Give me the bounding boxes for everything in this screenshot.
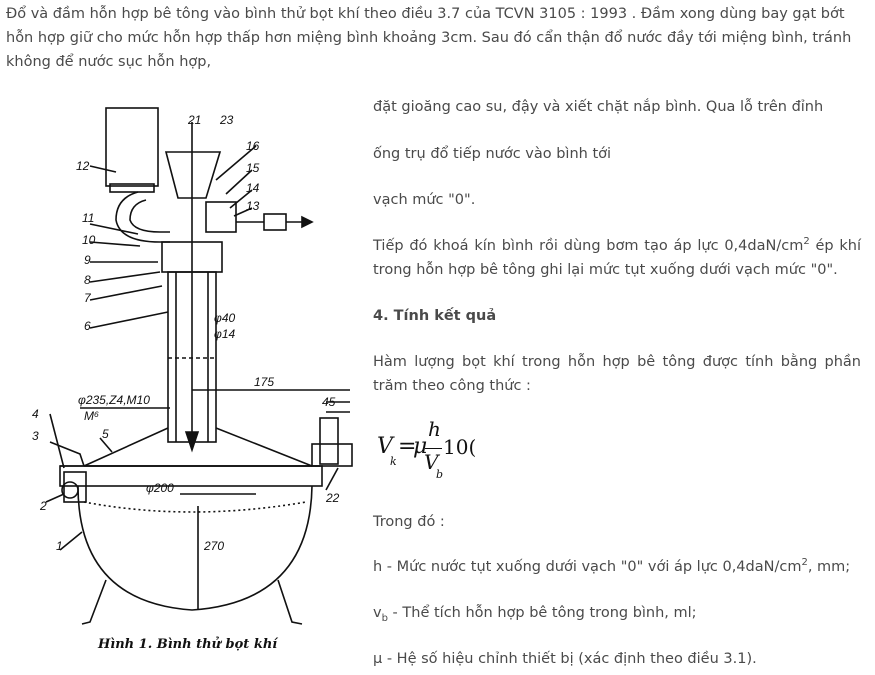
definition-vb-a: v	[373, 605, 382, 621]
definition-h-b: , mm;	[807, 559, 851, 575]
formula-constant: 10(	[443, 435, 477, 459]
formula-mu: μ	[413, 434, 428, 459]
dim-thread: φ235,Z4,M10	[78, 393, 150, 407]
definition-vb-sub: b	[381, 612, 388, 624]
label-8: 8	[84, 273, 91, 287]
paragraph-fill-water: ống trụ đổ tiếp nước vào bình tới	[373, 146, 612, 162]
definition-vb-b: - Thể tích hỗn hợp bê tông trong bình, m…	[387, 605, 697, 621]
label-12: 12	[76, 159, 90, 173]
formula-fraction-bar	[425, 448, 442, 449]
paragraph-formula-intro: Hàm lượng bọt khí trong hỗn hợp bê tông …	[373, 354, 861, 394]
definition-h: h - Mức nước tụt xuống dưới vạch "0" với…	[373, 555, 861, 579]
label-1: 1	[56, 539, 63, 553]
formula-v: V	[377, 434, 393, 459]
formula-b: b	[436, 468, 444, 481]
formula-h: h	[428, 417, 441, 441]
paragraph-pressure-a: Tiếp đó khoá kín bình rồi dùng bơm tạo á…	[373, 238, 804, 254]
label-15: 15	[246, 161, 260, 175]
definition-h-sup: 2	[801, 557, 808, 569]
air-test-vessel-figure: 21 23 16 15 14 13 12 11 10 9 8 7 6 φ40 φ…	[20, 102, 360, 662]
label-9: 9	[84, 253, 91, 267]
dim-d40: φ40	[214, 311, 236, 325]
label-5: 5	[102, 427, 109, 441]
label-3: 3	[32, 429, 39, 443]
formula-image: V k = μ h V b 10(	[373, 417, 476, 481]
definition-h-a: h - Mức nước tụt xuống dưới vạch "0" với…	[373, 559, 802, 575]
label-4: 4	[32, 407, 39, 421]
paragraph-zero-mark: vạch mức "0".	[373, 192, 476, 208]
paragraph-pressure-b: ép khí trong hỗn hợp bê tông ghi lại mức…	[373, 238, 861, 278]
formula-eq: =	[398, 434, 417, 459]
dim-45: 45	[322, 395, 336, 409]
figure-caption: Hình 1. Bình thử bọt khí	[97, 636, 279, 652]
label-14: 14	[246, 181, 260, 195]
label-23: 23	[219, 113, 234, 127]
pressure-gauge	[105, 107, 159, 187]
paragraph-pressure-sup: 2	[803, 236, 810, 248]
label-11: 11	[82, 211, 94, 225]
dim-d200: φ200	[146, 481, 174, 495]
dim-175: 175	[254, 375, 274, 389]
dim-d14: φ14	[214, 327, 236, 341]
vessel-drawing: 21 23 16 15 14 13 12 11 10 9 8 7 6 φ40 φ…	[32, 107, 353, 652]
label-2: 2	[39, 499, 47, 513]
dim-270: 270	[203, 539, 224, 553]
definition-vb: vb - Thể tích hỗn hợp bê tông trong bình…	[373, 601, 861, 625]
formula-vb: V	[424, 450, 439, 474]
label-13: 13	[246, 199, 260, 213]
label-6: 6	[84, 319, 91, 333]
label-21: 21	[187, 113, 201, 127]
label-16: 16	[246, 139, 260, 153]
dim-m6: M⁶	[84, 409, 99, 423]
paragraph-pressure: Tiếp đó khoá kín bình rồi dùng bơm tạo á…	[373, 234, 861, 282]
intro-paragraph: Đổ và đầm hỗn hợp bê tông vào bình thử b…	[6, 6, 852, 70]
paragraph-gasket: đặt gioăng cao su, đậy và xiết chặt nắp …	[373, 99, 824, 115]
label-7: 7	[84, 291, 92, 305]
label-22: 22	[325, 491, 340, 505]
label-10: 10	[82, 233, 96, 247]
section-heading: 4. Tính kết quả	[373, 308, 497, 324]
formula-k: k	[390, 455, 397, 468]
definition-mu: μ - Hệ số hiệu chỉnh thiết bị (xác định …	[373, 651, 757, 667]
paragraph-where: Trong đó :	[373, 514, 445, 530]
